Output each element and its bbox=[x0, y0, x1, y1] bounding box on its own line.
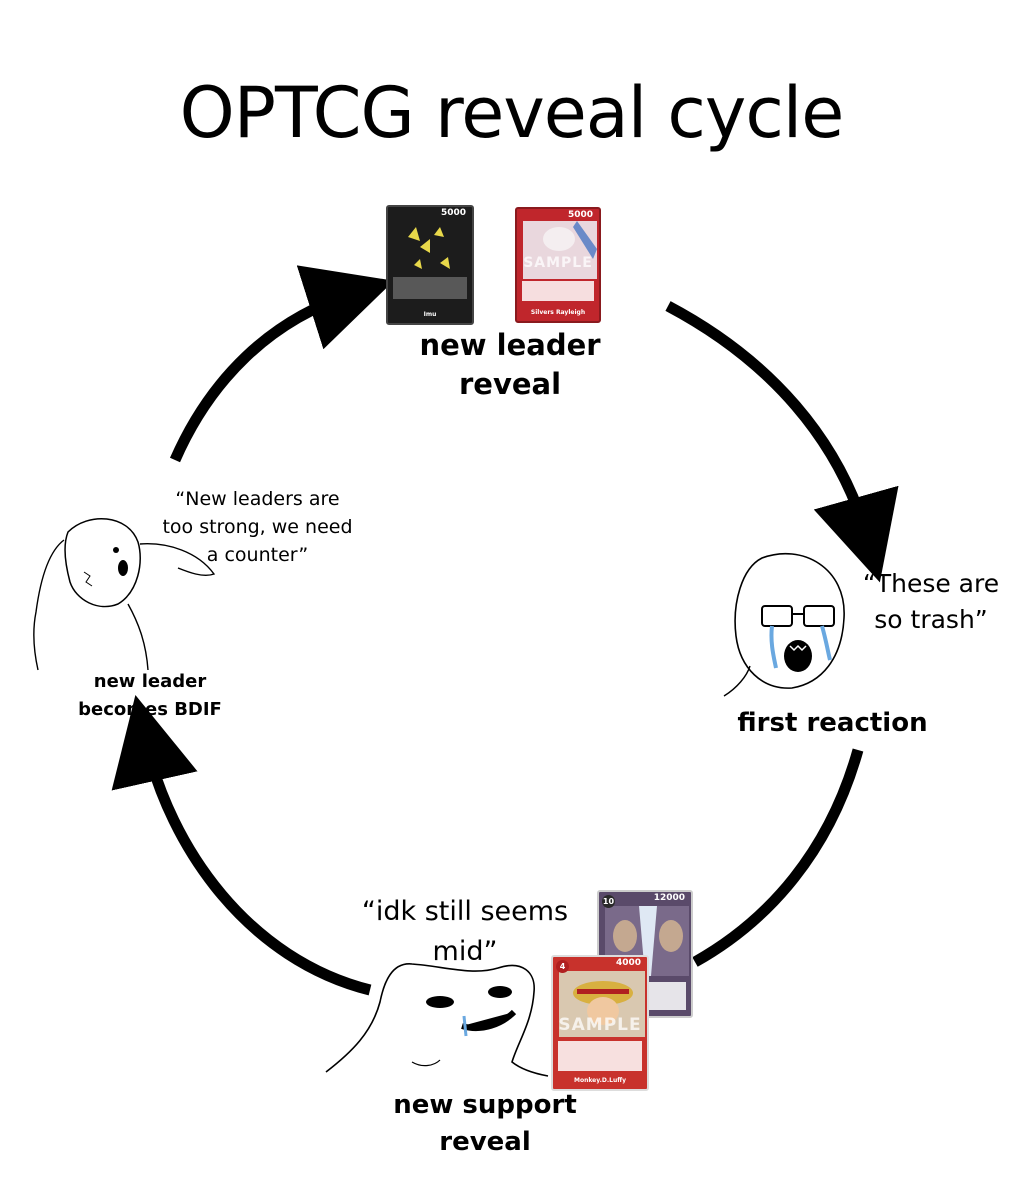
quote-left: “New leaders are too strong, we need a c… bbox=[150, 485, 365, 569]
card-support-back-power: 12000 bbox=[653, 893, 685, 903]
crying-wojak-face bbox=[723, 553, 845, 697]
card-luffy-textbox bbox=[558, 1041, 642, 1071]
card-luffy-name: Monkey.D.Luffy bbox=[573, 1077, 627, 1084]
butterfly-art bbox=[408, 227, 450, 269]
card-rayleigh-power: 5000 bbox=[567, 210, 593, 220]
label-top-line1: new leader bbox=[419, 328, 601, 362]
rayleigh-art bbox=[523, 221, 597, 279]
arrow-bottom-to-left bbox=[111, 695, 372, 996]
card-rayleigh-name: Silvers Rayleigh bbox=[530, 309, 586, 316]
card-imu-power: 5000 bbox=[440, 208, 466, 218]
screaming-wojak bbox=[33, 518, 216, 671]
luffy-art bbox=[559, 971, 645, 1037]
smug-wojak bbox=[325, 963, 549, 1077]
label-left: new leader becomes BDIF bbox=[55, 668, 245, 724]
card-luffy-watermark: SAMPLE bbox=[558, 1015, 642, 1035]
quote-bottom: “idk still seems mid” bbox=[330, 892, 600, 972]
arrow-right-to-bottom bbox=[692, 748, 864, 967]
label-bottom: new support reveal bbox=[370, 1087, 600, 1161]
card-luffy-cost: 4 bbox=[556, 960, 569, 973]
label-bottom-line1: new support bbox=[393, 1090, 577, 1120]
label-right-text: first reaction bbox=[737, 708, 928, 738]
label-bottom-line2: reveal bbox=[439, 1127, 531, 1157]
card-support-back-cost: 10 bbox=[602, 895, 615, 908]
quote-left-line2: too strong, we need bbox=[162, 516, 353, 538]
card-imu: 5000 Imu bbox=[386, 205, 474, 325]
quote-right: “These are so trash” bbox=[846, 566, 1016, 638]
card-imu-textbox bbox=[393, 277, 467, 299]
card-luffy-power: 4000 bbox=[615, 958, 641, 968]
card-luffy: 4 4000 SAMPLE Monkey.D.Luffy bbox=[551, 955, 649, 1091]
label-left-line1: new leader bbox=[93, 671, 207, 692]
label-right: first reaction bbox=[725, 706, 940, 740]
card-rayleigh-watermark: SAMPLE bbox=[523, 255, 593, 271]
quote-left-line1: “New leaders are bbox=[175, 488, 340, 510]
label-top-line2: reveal bbox=[458, 367, 562, 401]
arrow-left-to-top bbox=[169, 265, 394, 463]
quote-bottom-line2: mid” bbox=[432, 936, 498, 967]
label-left-line2: becomes BDIF bbox=[78, 699, 222, 720]
card-imu-name: Imu bbox=[423, 311, 437, 318]
card-rayleigh-textbox bbox=[522, 281, 594, 301]
arrow-top-to-right bbox=[665, 301, 899, 583]
quote-left-line3: a counter” bbox=[206, 544, 309, 566]
diagram-title: OPTCG reveal cycle bbox=[179, 72, 845, 154]
quote-right-line1: “These are bbox=[862, 569, 1000, 598]
card-rayleigh: 5000 SAMPLE Silvers Rayleigh bbox=[515, 207, 601, 323]
quote-right-line2: so trash” bbox=[874, 605, 988, 634]
quote-bottom-line1: “idk still seems bbox=[361, 896, 569, 927]
label-top: new leader reveal bbox=[390, 326, 630, 404]
